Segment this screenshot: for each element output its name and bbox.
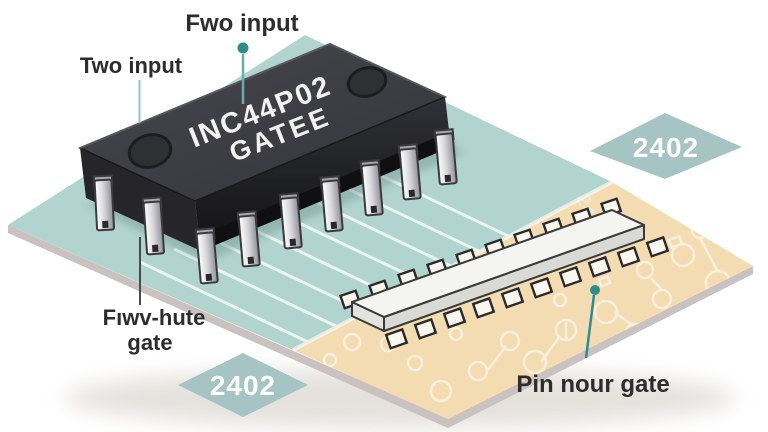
badge-top-right: 2402 — [590, 113, 742, 179]
label-fiwv-hute-line2: gate — [127, 330, 172, 355]
pin — [359, 159, 384, 217]
pin — [319, 175, 344, 233]
chip-dimple-left — [127, 133, 173, 169]
badge-text: 2402 — [633, 132, 699, 163]
callout-fwo-input: Fwo input — [185, 10, 299, 104]
pin — [194, 227, 219, 285]
pin — [141, 196, 165, 256]
label-fiwv-hute-line1: Fıwv-hute — [103, 305, 206, 330]
badge-bottom-left: 2402 — [178, 353, 308, 417]
callout-pin-nour-gate: Pin nour gate — [516, 285, 670, 398]
pin — [278, 192, 303, 250]
callout-two-input: Two input — [80, 53, 183, 123]
chip-dimple-right — [346, 66, 388, 98]
badge-text: 2402 — [210, 370, 276, 401]
smd-pads-lower-row — [384, 235, 670, 350]
pin — [433, 128, 458, 186]
badge-diamond — [178, 353, 308, 417]
chip-top-highlight — [79, 42, 446, 149]
chip-left-face — [80, 148, 201, 251]
label-two-input: Two input — [80, 53, 183, 78]
chip-pins — [92, 128, 458, 285]
pin — [236, 210, 261, 268]
smd-component — [338, 197, 670, 350]
callout-dot — [237, 42, 249, 54]
dip-chip: INC44P02 GATEE — [78, 42, 458, 285]
pin — [92, 174, 116, 232]
pin — [397, 143, 422, 201]
callout-line — [584, 294, 596, 359]
callout-dot — [590, 285, 600, 295]
smd-bar — [351, 209, 645, 332]
callout-fiwv-hute-gate: Fıwv-hute gate — [103, 237, 206, 355]
badge-diamond — [590, 113, 742, 179]
label-fwo-input: Fwo input — [185, 10, 298, 37]
label-pin-nour-gate: Pin nour gate — [516, 371, 669, 398]
